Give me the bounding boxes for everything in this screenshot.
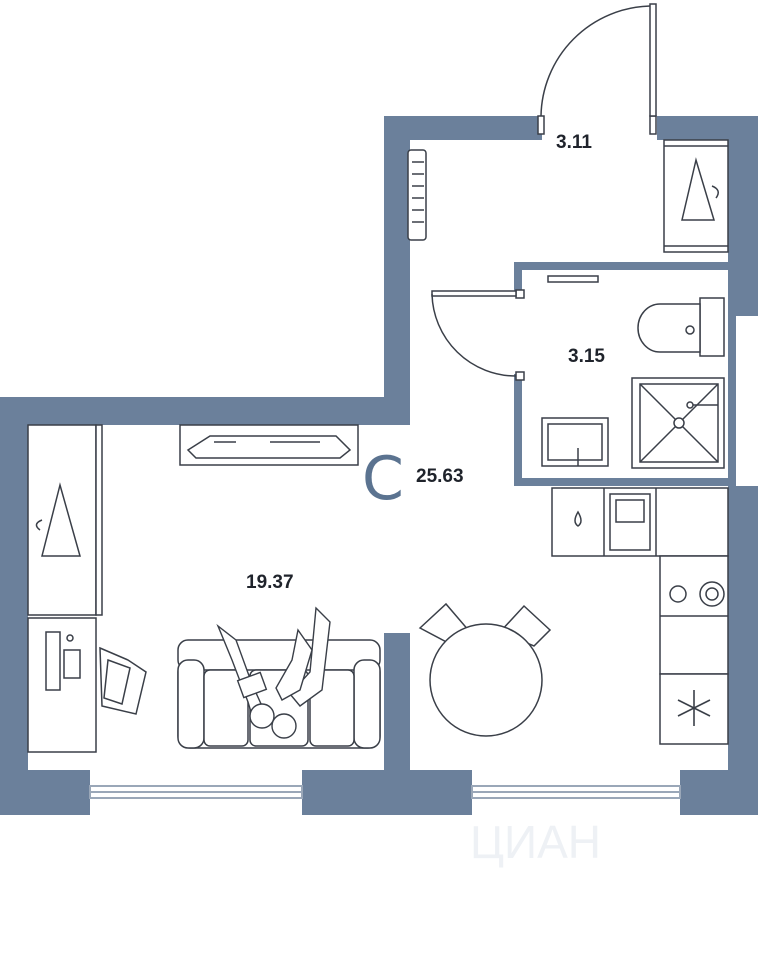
total-area-label: 25.63 [416,466,464,487]
snowflake-icon [677,690,711,726]
people-figure [216,606,331,739]
shower-tray [631,377,725,469]
studio-marker: C [362,444,404,514]
sink [609,493,651,551]
water-drop-icon [574,510,582,527]
hall-area-label: 3.11 [556,132,592,153]
washbasin [541,417,609,467]
window-left [89,785,303,799]
hanger-icon [681,157,719,221]
desk [27,617,97,753]
dining-set [418,602,552,737]
hanger-icon [35,482,81,557]
radiator [407,149,427,241]
living-area-label: 19.37 [246,572,294,593]
bathroom-area-label: 3.15 [568,346,605,367]
entrance-door [537,3,657,135]
wardrobe [27,424,103,616]
walls [0,116,758,815]
toilet [637,297,725,357]
kitchen-counter [551,487,729,745]
tv-stand [179,424,359,466]
hall-wardrobe [663,139,729,253]
hob [669,581,725,607]
armchair [99,646,147,715]
watermark: ЦИАН [470,816,601,868]
bathroom-fixtures [541,275,725,469]
window-right [471,785,681,799]
bathroom-door [431,289,525,381]
